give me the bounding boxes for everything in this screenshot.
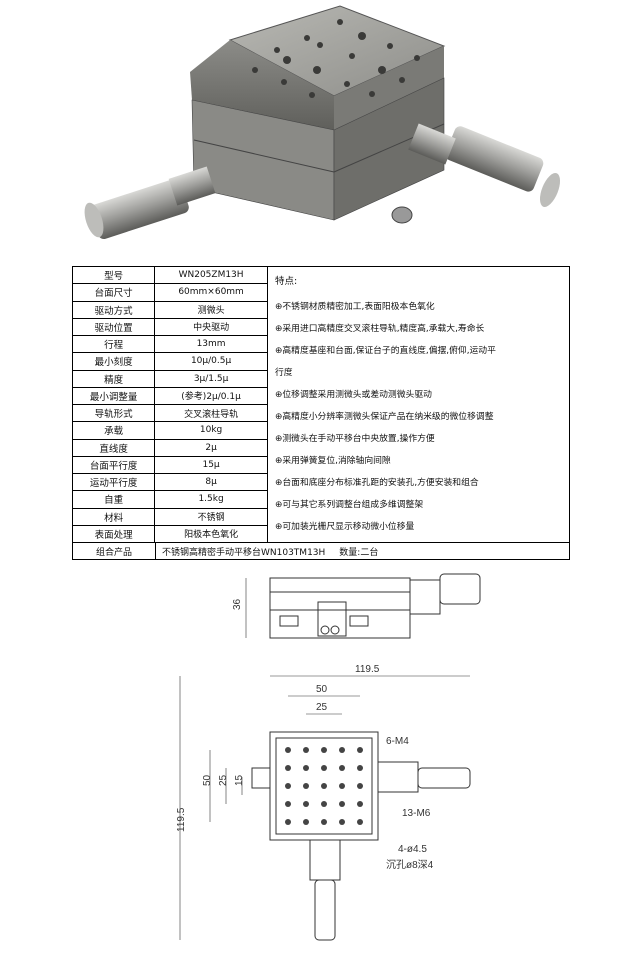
spec-key: 型号 (73, 267, 156, 284)
feature-item: 行度 (275, 368, 293, 378)
feature-item: ⊕高精度基座和台面,保证台子的直线度,偏摆,俯仰,运动平 (275, 346, 496, 356)
combo-row: 组合产品 不锈钢高精密手动平移台WN103TM13H 数量:二台 (73, 542, 569, 559)
feature-item: ⊕可与其它系列调整台组成多维调整架 (275, 500, 424, 510)
spec-value: 3μ/1.5μ (155, 370, 268, 387)
table-row: 最小调整量(参考)2μ/0.1μ (73, 387, 268, 405)
callout-m4: 6-M4 (386, 736, 409, 747)
spec-value: 中央驱动 (155, 318, 268, 335)
combo-key: 组合产品 (73, 543, 156, 559)
product-photo (84, 5, 561, 240)
dim-overall-height: 119.5 (176, 807, 187, 832)
spec-value: 8μ (155, 474, 268, 491)
spec-key: 最小刻度 (73, 353, 156, 370)
table-row: 驱动方式测微头 (73, 301, 268, 319)
spec-value: 10kg (155, 422, 268, 439)
spec-key: 表面处理 (73, 525, 156, 542)
spec-value: (参考)2μ/0.1μ (155, 387, 268, 404)
dim-side-height: 36 (232, 598, 243, 610)
spec-key: 行程 (73, 336, 156, 353)
feature-item: ⊕高精度小分辨率测微头保证产品在纳米级的微位移调整 (275, 412, 494, 422)
feature-item: ⊕不锈钢材质精密加工,表面阳极本色氧化 (275, 302, 435, 312)
table-row: 驱动位置中央驱动 (73, 318, 268, 336)
features-panel: 特点: ⊕不锈钢材质精密加工,表面阳极本色氧化 ⊕采用进口高精度交叉滚柱导轨,精… (269, 267, 569, 544)
spec-value: 阳极本色氧化 (155, 525, 268, 542)
dim-left-25: 25 (218, 774, 229, 786)
dim-pitch-50: 50 (316, 684, 328, 695)
feature-item: ⊕采用弹簧复位,消除轴向间隙 (275, 456, 391, 466)
spec-value: 10μ/0.5μ (155, 353, 268, 370)
feature-item: ⊕台面和底座分布标准孔距的安装孔,方便安装和组合 (275, 478, 479, 488)
spec-key: 驱动方式 (73, 301, 156, 318)
feature-item: ⊕位移调整采用测微头或差动测微头驱动 (275, 390, 432, 400)
spec-key: 导轨形式 (73, 405, 156, 422)
features-title: 特点: (275, 276, 298, 287)
feature-item: ⊕采用进口高精度交叉滚柱导轨,精度高,承载大,寿命长 (275, 324, 485, 334)
spec-value: 测微头 (155, 301, 268, 318)
dim-left-50: 50 (202, 774, 213, 786)
spec-key: 自重 (73, 491, 156, 508)
dim-left-15: 15 (234, 774, 245, 786)
callout-m6: 13-M6 (402, 808, 431, 819)
spec-key: 驱动位置 (73, 318, 156, 335)
table-row: 材料不锈钢 (73, 508, 268, 526)
dim-overall-width: 119.5 (355, 664, 380, 675)
spec-key: 直线度 (73, 439, 156, 456)
spec-value: 60mm×60mm (155, 284, 268, 301)
spec-key: 最小调整量 (73, 387, 156, 404)
technical-drawing: 36 119.5 50 25 50 25 15 119.5 6-M4 13-M6… (176, 573, 481, 941)
spec-key: 精度 (73, 370, 156, 387)
spec-key: 承载 (73, 422, 156, 439)
callout-hole: 4-ø4.5 (398, 844, 427, 855)
spec-key: 台面平行度 (73, 456, 156, 473)
spec-value: 1.5kg (155, 491, 268, 508)
spec-key: 台面尺寸 (73, 284, 156, 301)
table-row: 导轨形式交叉滚柱导轨 (73, 405, 268, 423)
spec-value: 交叉滚柱导轨 (155, 405, 268, 422)
feature-item: ⊕测微头在手动平移台中央放置,操作方便 (275, 434, 435, 444)
spec-value: WN205ZM13H (155, 267, 268, 284)
spec-value: 15μ (155, 456, 268, 473)
combo-qty: 数量:二台 (339, 547, 379, 558)
spec-value: 2μ (155, 439, 268, 456)
spec-key: 材料 (73, 508, 156, 525)
combo-value: 不锈钢高精密手动平移台WN103TM13H (162, 547, 326, 558)
callout-counterbore: 沉孔ø8深4 (386, 858, 434, 871)
spec-key: 运动平行度 (73, 474, 156, 491)
dim-pitch-25: 25 (316, 702, 328, 713)
spec-value: 13mm (155, 336, 268, 353)
table-row: 表面处理阳极本色氧化 (73, 525, 268, 543)
spec-value: 不锈钢 (155, 508, 268, 525)
feature-item: ⊕可加装光栅尺显示移动微小位移量 (275, 522, 415, 532)
